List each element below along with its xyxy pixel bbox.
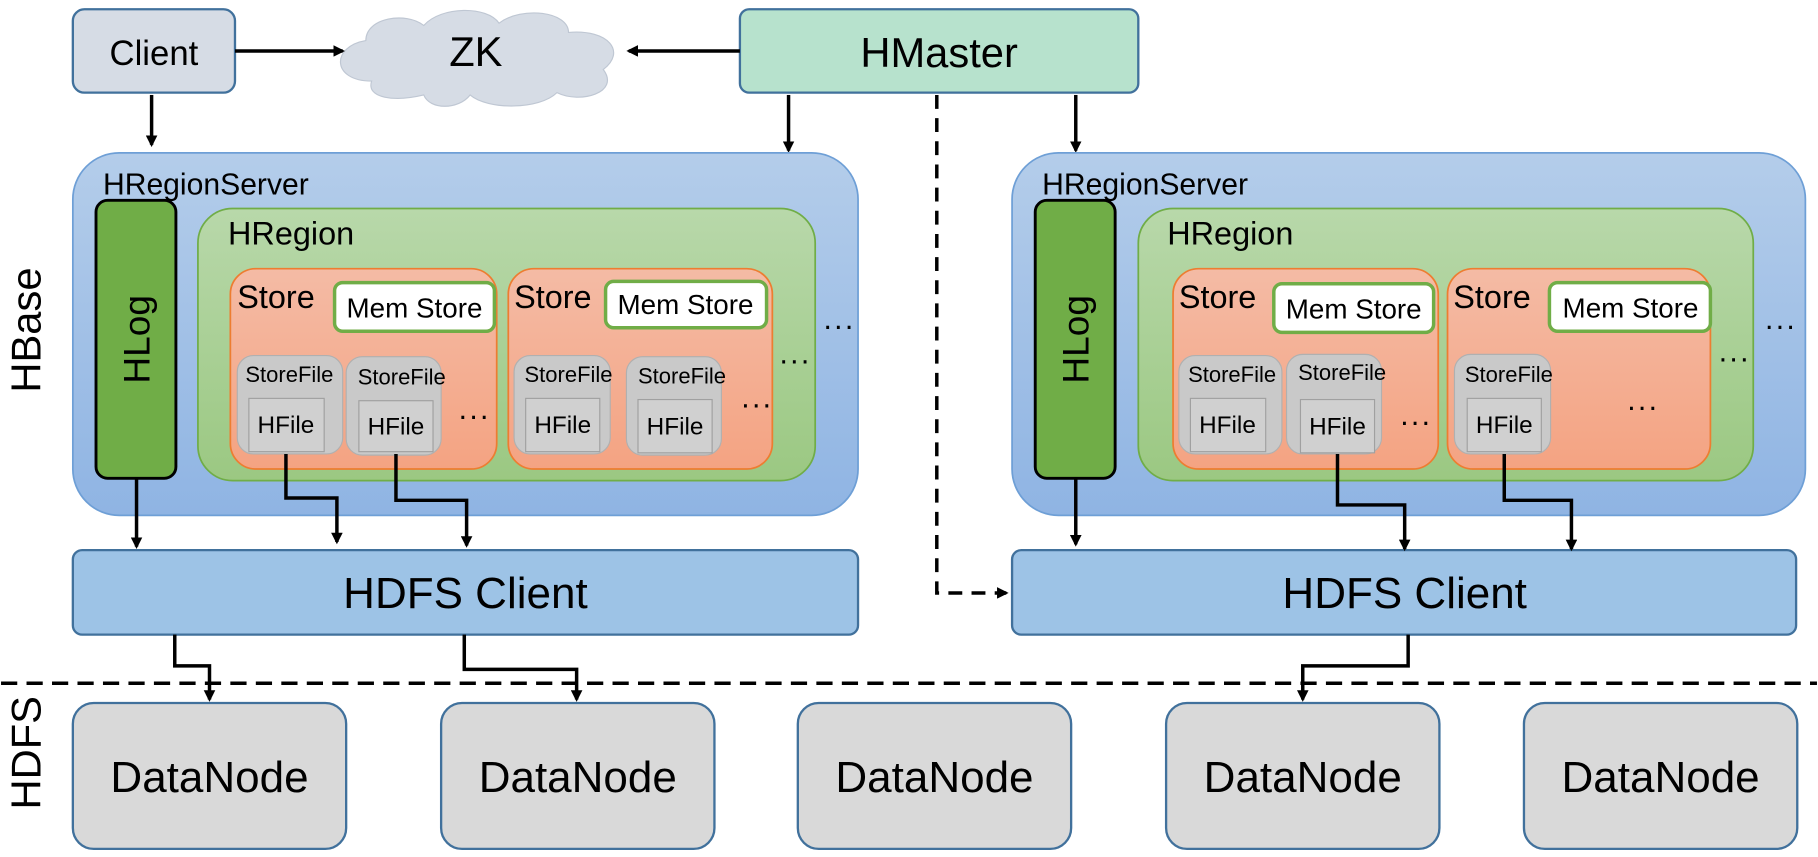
hregion: HRegion Store Mem Store StoreFile HFile … [197, 207, 817, 482]
storefile-label: StoreFile [1465, 362, 1553, 387]
ellipsis-stores: ... [1719, 335, 1751, 368]
hfile-label: HFile [647, 413, 704, 440]
hdfs-label: HDFS [2, 696, 49, 809]
arrow-hfile-hdfs [1502, 453, 1578, 552]
arrow-hfile-hdfs [1335, 453, 1411, 552]
memstore-label: Mem Store [1563, 292, 1699, 323]
hregion: HRegion Store Mem Store StoreFile HFile … [1137, 207, 1755, 482]
datanode-label: DataNode [1562, 753, 1760, 802]
ellipsis-regions: ... [823, 303, 855, 336]
hregionserver-1: HRegionServer HLog HRegion Store Mem Sto… [71, 152, 859, 517]
hregion-label: HRegion [1167, 215, 1293, 251]
arrow-hdfs-datanode [462, 634, 583, 702]
memstore-label: Mem Store [1286, 293, 1422, 324]
memstore-label: Mem Store [618, 289, 754, 320]
storefile: StoreFile HFile [345, 356, 446, 456]
ellipsis: ... [1400, 399, 1432, 432]
datanode-label: DataNode [110, 753, 308, 802]
store: Store Mem Store StoreFile HFile StoreFil… [1172, 267, 1440, 470]
hbase-label: HBase [2, 267, 49, 392]
datanode-label: DataNode [1204, 753, 1402, 802]
data-connectors [130, 453, 1578, 702]
ellipsis: ... [741, 382, 773, 415]
hlog-label: HLog [1055, 295, 1097, 384]
storefile-label: StoreFile [638, 363, 726, 388]
store: Store Mem Store StoreFile HFile ... [1446, 267, 1713, 470]
storefile: StoreFile HFile [1453, 353, 1553, 455]
top-connectors [145, 45, 1082, 599]
hlog: HLog [1033, 198, 1117, 480]
store-label: Store [237, 279, 314, 315]
datanode-2: DataNode [439, 701, 716, 851]
ellipsis: ... [1627, 384, 1659, 417]
store-label: Store [1179, 279, 1256, 315]
hfile-label: HFile [534, 412, 591, 439]
hdfs-client-label: HDFS Client [1282, 569, 1527, 618]
arrow-hdfs-datanode [173, 634, 216, 702]
hmaster-box: HMaster [738, 8, 1140, 94]
storefile-label: StoreFile [245, 362, 333, 387]
arrow-hdfs-datanode [1296, 634, 1410, 702]
hregionserver-2: HRegionServer HLog HRegion Store Mem Sto… [1011, 152, 1807, 517]
datanode-4: DataNode [1164, 701, 1441, 851]
ellipsis-regions: ... [1765, 303, 1797, 336]
storefile-label: StoreFile [1298, 360, 1386, 385]
store: Store Mem Store StoreFile HFile StoreFil… [507, 267, 774, 470]
storefile: StoreFile HFile [1285, 353, 1386, 455]
hdfs-client-1: HDFS Client [71, 548, 860, 636]
hfile-label: HFile [368, 413, 425, 440]
memstore-label: Mem Store [347, 292, 483, 323]
storefile: StoreFile HFile [513, 354, 613, 455]
hmaster-label: HMaster [860, 29, 1018, 76]
store-label: Store [514, 279, 591, 315]
cloud-icon [339, 9, 615, 107]
storefile: StoreFile HFile [236, 354, 344, 455]
storefile-label: StoreFile [524, 362, 612, 387]
storefile-label: StoreFile [1188, 362, 1276, 387]
datanode-3: DataNode [796, 701, 1073, 851]
hlog: HLog [94, 198, 178, 480]
ellipsis: ... [459, 393, 491, 426]
arrow-hfile-hdfs [284, 453, 343, 545]
arrow-hfile-hdfs [394, 453, 473, 548]
hfile-label: HFile [258, 412, 315, 439]
hregionserver-title: HRegionServer [1042, 169, 1248, 202]
store: Store Mem Store StoreFile HFile StoreFil… [229, 267, 498, 470]
zk-label: ZK [449, 28, 502, 75]
client-label: Client [110, 35, 199, 73]
storefile: StoreFile HFile [1178, 354, 1283, 455]
hdfs-client-label: HDFS Client [343, 569, 587, 618]
hregion-label: HRegion [228, 215, 354, 251]
ellipsis-stores: ... [779, 338, 811, 371]
hregionserver-title: HRegionServer [103, 169, 309, 202]
storefile-label: StoreFile [358, 364, 446, 389]
datanode-1: DataNode [71, 701, 348, 851]
datanode-5: DataNode [1522, 701, 1799, 851]
datanode-label: DataNode [835, 753, 1033, 802]
hdfs-client-2: HDFS Client [1010, 548, 1798, 636]
datanode-label: DataNode [479, 753, 677, 802]
client-box: Client [71, 8, 237, 94]
store-label: Store [1453, 279, 1530, 315]
hfile-label: HFile [1309, 413, 1366, 440]
zk-cloud: ZK [339, 9, 615, 107]
hlog-label: HLog [115, 295, 157, 384]
storefile: StoreFile HFile [625, 356, 726, 456]
hfile-label: HFile [1476, 412, 1533, 439]
hfile-label: HFile [1199, 412, 1256, 439]
arrow-hmaster-hdfs-dashed [935, 94, 1009, 599]
